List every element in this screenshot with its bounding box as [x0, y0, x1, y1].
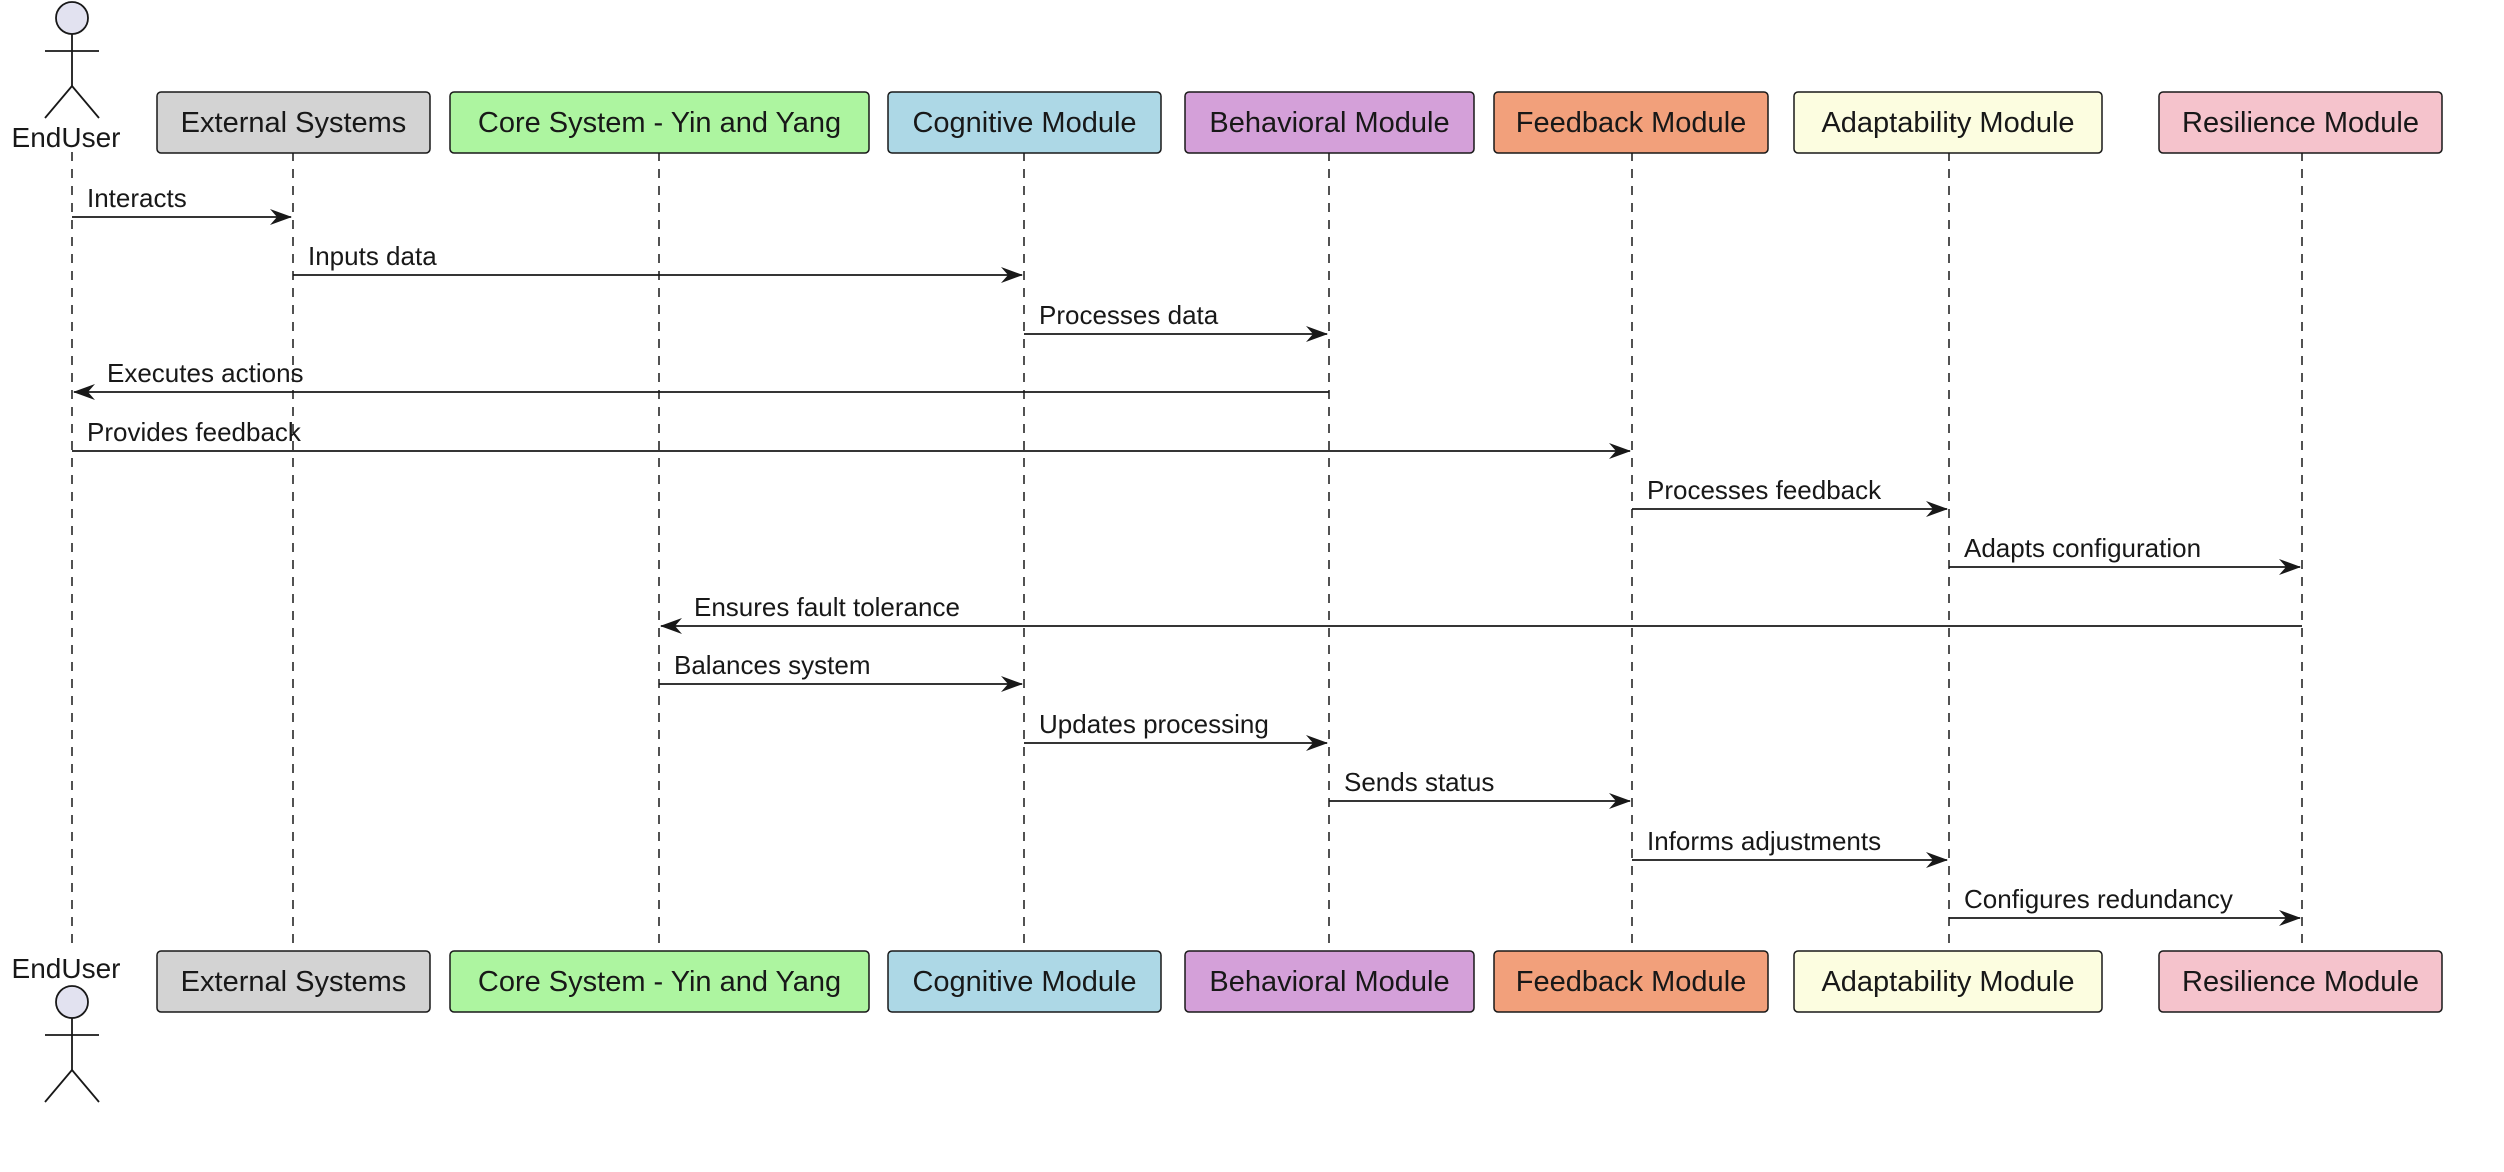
participant-label: Cognitive Module: [912, 107, 1136, 139]
participant-cognitive-module-bottom: Cognitive Module: [887, 950, 1162, 1013]
messages: Interacts Inputs data Processes data Exe…: [72, 183, 2302, 926]
message-executes-actions: Executes actions: [73, 358, 1329, 400]
actor-bottom-head: [55, 985, 89, 1019]
participant-feedback-module-top: Feedback Module: [1493, 91, 1769, 154]
message-label: Inputs data: [308, 241, 437, 271]
participant-label: Feedback Module: [1516, 107, 1747, 139]
participant-label: Feedback Module: [1516, 966, 1747, 998]
message-label: Informs adjustments: [1647, 826, 1881, 856]
participant-adaptability-module-top: Adaptability Module: [1793, 91, 2103, 154]
message-ensures-fault-tolerance: Ensures fault tolerance: [660, 592, 2302, 634]
message-label: Adapts configuration: [1964, 533, 2201, 563]
participant-resilience-module-bottom: Resilience Module: [2158, 950, 2443, 1013]
participant-behavioral-module-top: Behavioral Module: [1184, 91, 1475, 154]
message-label: Executes actions: [107, 358, 304, 388]
participant-label: External Systems: [181, 107, 407, 139]
message-sends-status: Sends status: [1329, 767, 1631, 809]
participant-label: Resilience Module: [2182, 966, 2419, 998]
participant-behavioral-module-bottom: Behavioral Module: [1184, 950, 1475, 1013]
message-provides-feedback: Provides feedback: [72, 417, 1631, 459]
message-inputs-data: Inputs data: [293, 241, 1023, 283]
message-interacts: Interacts: [72, 183, 292, 225]
participant-label: Core System - Yin and Yang: [478, 966, 841, 998]
message-label: Provides feedback: [87, 417, 302, 447]
message-label: Interacts: [87, 183, 187, 213]
message-label: Ensures fault tolerance: [694, 592, 960, 622]
participant-label: External Systems: [181, 966, 407, 998]
message-label: Balances system: [674, 650, 871, 680]
actor-bottom-label: EndUser: [12, 953, 121, 984]
actor-top-label: EndUser: [12, 122, 121, 153]
participant-resilience-module-top: Resilience Module: [2158, 91, 2443, 154]
participant-external-systems-top: External Systems: [156, 91, 431, 154]
participant-core-system-bottom: Core System - Yin and Yang: [449, 950, 870, 1013]
message-label: Processes data: [1039, 300, 1219, 330]
message-updates-processing: Updates processing: [1024, 709, 1328, 751]
participant-cognitive-module-top: Cognitive Module: [887, 91, 1162, 154]
participant-label: Behavioral Module: [1209, 966, 1449, 998]
participant-label: Core System - Yin and Yang: [478, 107, 841, 139]
actor-bottom: [44, 985, 100, 1103]
message-label: Sends status: [1344, 767, 1494, 797]
message-processes-feedback: Processes feedback: [1632, 475, 1948, 517]
message-label: Processes feedback: [1647, 475, 1882, 505]
actor-top-head: [55, 1, 89, 35]
message-informs-adjustments: Informs adjustments: [1632, 826, 1948, 868]
participant-core-system-top: Core System - Yin and Yang: [449, 91, 870, 154]
lifelines: [71, 152, 2303, 948]
participant-label: Adaptability Module: [1821, 966, 2074, 998]
participant-label: Resilience Module: [2182, 107, 2419, 139]
message-configures-redundancy: Configures redundancy: [1949, 884, 2301, 926]
message-balances-system: Balances system: [659, 650, 1023, 692]
participant-adaptability-module-bottom: Adaptability Module: [1793, 950, 2103, 1013]
participant-external-systems-bottom: External Systems: [156, 950, 431, 1013]
participant-label: Adaptability Module: [1821, 107, 2074, 139]
message-adapts-configuration: Adapts configuration: [1949, 533, 2301, 575]
message-label: Updates processing: [1039, 709, 1269, 739]
participant-label: Behavioral Module: [1209, 107, 1449, 139]
participant-label: Cognitive Module: [912, 966, 1136, 998]
participant-feedback-module-bottom: Feedback Module: [1493, 950, 1769, 1013]
actor-top: [44, 1, 100, 119]
message-processes-data: Processes data: [1024, 300, 1328, 342]
message-label: Configures redundancy: [1964, 884, 2233, 914]
